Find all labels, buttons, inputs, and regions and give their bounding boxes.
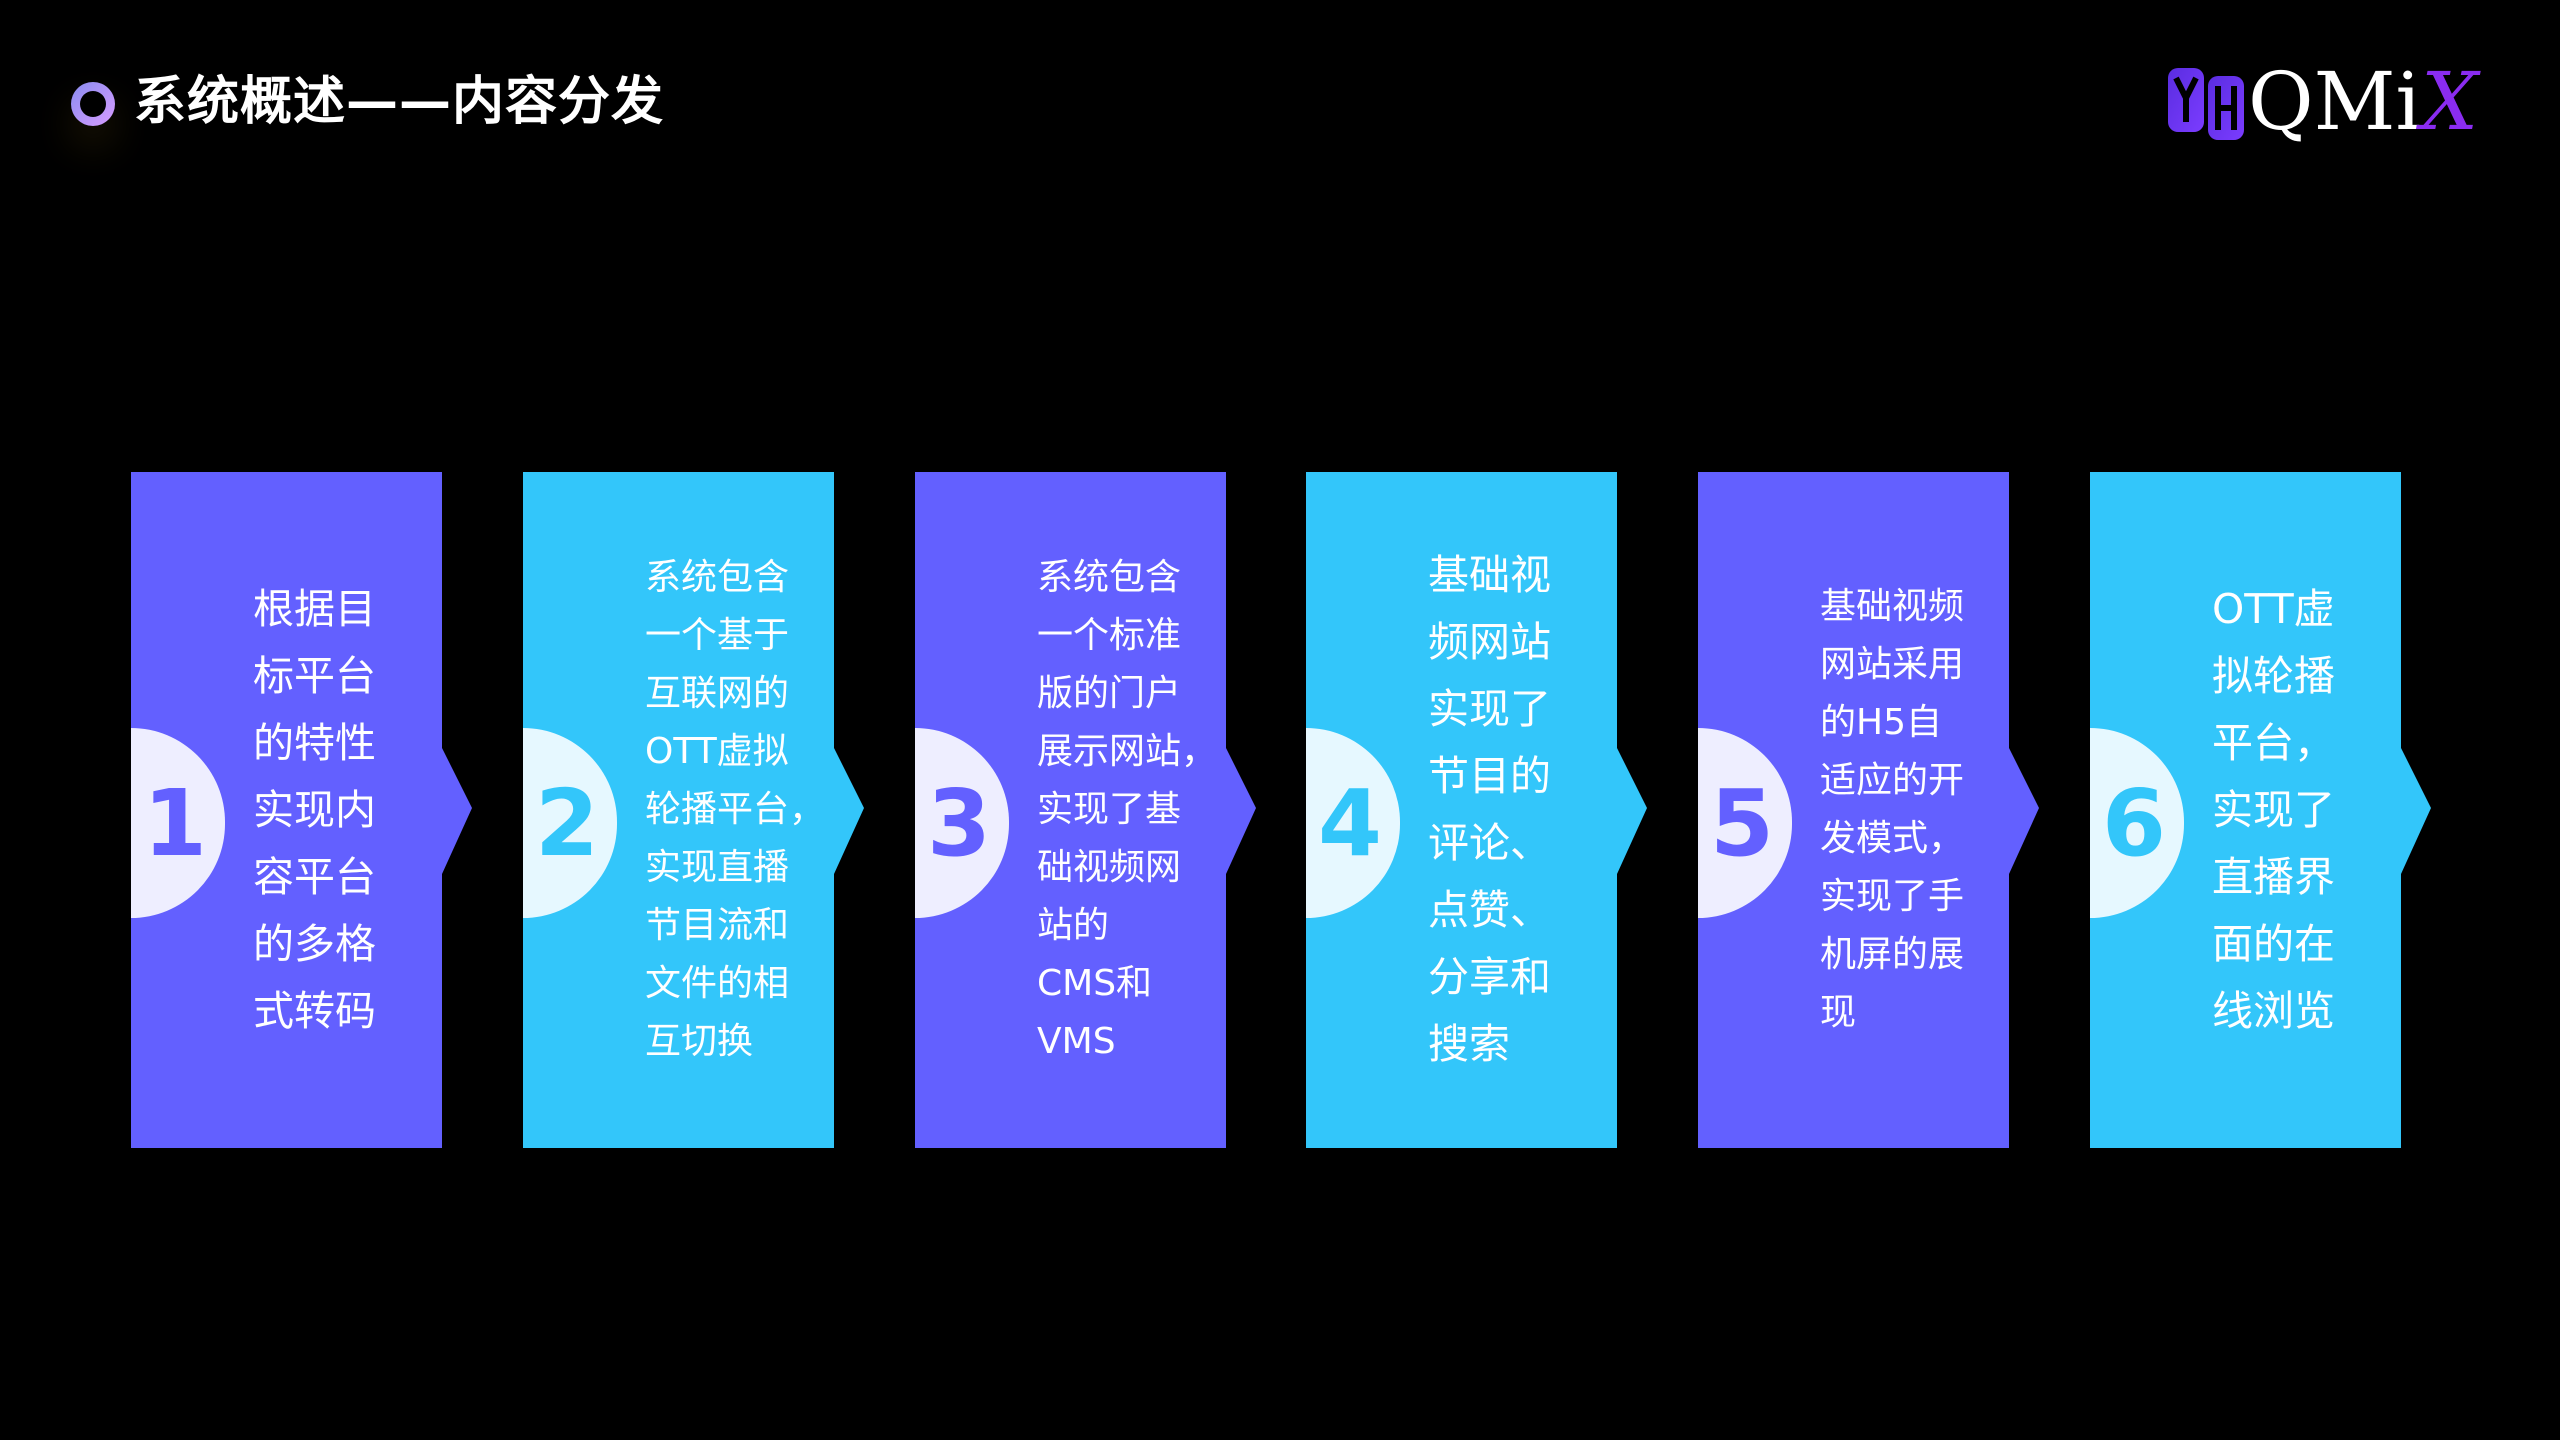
step-number: 6 — [2101, 769, 2166, 877]
step-text-line: 站的 — [1037, 905, 1110, 946]
step-text-line: 的H5自 — [1820, 702, 1942, 743]
step-number: 5 — [1709, 769, 1774, 877]
step-text-line: 搜索 — [1428, 1020, 1510, 1068]
step-card-2: 2 系统包含一个基于互联网的 OTT虚拟轮播平台， 实现直播节目流和文件的相互切换 — [523, 472, 864, 1148]
step-description: 基础视频网站采用的H5自适应的开发模式， 实现了手机屏的展现 — [1820, 472, 1989, 1148]
step-text-line: 实现了 — [2212, 785, 2335, 834]
step-text-line: 的特性 — [253, 718, 376, 767]
step-text-line: 频网站 — [1428, 618, 1551, 666]
step-description: 系统包含一个基于互联网的 OTT虚拟轮播平台， 实现直播节目流和文件的相互切换 — [645, 472, 826, 1148]
step-text-line: VMS — [1037, 1021, 1116, 1062]
step-description: 根据目标平台的特性实现内容平台的多格式转码 — [253, 472, 422, 1148]
step-text-line: 的多格 — [253, 919, 376, 968]
step-description: OTT虚拟轮播平台， 实现了直播界面的在线浏览 — [2212, 472, 2381, 1148]
step-text-line: 拟轮播 — [2212, 651, 2335, 700]
step-text-line: 轮播平台， — [645, 789, 826, 830]
logo: QMiX — [2168, 62, 2478, 142]
step-text-line: 一个标准 — [1037, 615, 1182, 656]
step-text-line: 实现直播 — [645, 847, 790, 888]
step-text-line: 标平台 — [253, 651, 376, 700]
page-title: 系统概述——内容分发 — [134, 72, 665, 132]
step-card-6: 6 OTT虚拟轮播平台， 实现了直播界面的在线浏览 — [2090, 472, 2431, 1148]
step-card-3: 3 系统包含一个标准版的门户展示网站， 实现了基础视频网站的 CMS和 VMS — [915, 472, 1256, 1148]
step-text-line: 互联网的 — [645, 673, 790, 714]
step-arrow-shape — [915, 472, 1256, 1148]
step-text-line: OTT虚 — [2212, 584, 2335, 633]
step-arrow-shape — [131, 472, 472, 1148]
step-text-line: 直播界 — [2212, 852, 2335, 901]
step-text-line: 一个基于 — [645, 615, 790, 656]
step-text-line: 网站采用 — [1820, 644, 1965, 685]
step-arrow-shape — [1306, 472, 1647, 1148]
step-text-line: 基础视频 — [1820, 586, 1965, 627]
step-number: 1 — [142, 769, 207, 877]
step-text-line: 文件的相 — [645, 963, 790, 1004]
step-text-line: 系统包含 — [1037, 557, 1182, 598]
step-text-line: 平台， — [2212, 718, 2335, 767]
step-card-4: 4 基础视频网站实现了节目的评论、点赞、分享和搜索 — [1306, 472, 1647, 1148]
step-text-line: 系统包含 — [645, 557, 790, 598]
ring-bullet-icon — [71, 82, 115, 126]
step-text-line: 机屏的展 — [1820, 934, 1965, 975]
step-text-line: 评论、 — [1428, 819, 1551, 867]
step-text-line: 分享和 — [1428, 953, 1551, 1001]
step-text-line: CMS和 — [1037, 963, 1153, 1004]
step-text-line: 容平台 — [253, 852, 376, 901]
step-text-line: 互切换 — [645, 1021, 754, 1062]
step-text-line: 基础视 — [1428, 551, 1551, 599]
step-text-line: 现 — [1820, 992, 1857, 1033]
step-arrow-shape — [523, 472, 864, 1148]
step-text-line: OTT虚拟 — [645, 731, 789, 772]
step-text-line: 根据目 — [253, 584, 376, 633]
step-description: 基础视频网站实现了节目的评论、点赞、分享和搜索 — [1428, 472, 1597, 1148]
step-text-line: 适应的开 — [1820, 760, 1965, 801]
step-description: 系统包含一个标准版的门户展示网站， 实现了基础视频网站的 CMS和 VMS — [1037, 472, 1218, 1148]
logo-text: QMiX — [2248, 55, 2479, 148]
step-text-line: 实现了 — [1428, 685, 1551, 733]
step-card-1: 1 根据目标平台的特性实现内容平台的多格式转码 — [131, 472, 472, 1148]
step-text-line: 面的在 — [2212, 919, 2335, 968]
step-text-line: 础视频网 — [1037, 847, 1182, 888]
step-text-line: 节目流和 — [645, 905, 790, 946]
step-text-line: 式转码 — [253, 986, 376, 1035]
step-text-line: 实现内 — [253, 785, 376, 834]
step-text-line: 节目的 — [1428, 752, 1551, 800]
step-number: 2 — [534, 769, 599, 877]
step-text-line: 版的门户 — [1037, 673, 1182, 714]
step-text-line: 实现了基 — [1037, 789, 1182, 830]
step-number: 3 — [926, 769, 991, 877]
logo-mark-icon — [2168, 64, 2244, 140]
step-text-line: 发模式， — [1820, 818, 1965, 859]
step-text-line: 实现了手 — [1820, 876, 1965, 917]
step-text-line: 展示网站， — [1037, 731, 1218, 772]
step-arrow-shape — [1698, 472, 2039, 1148]
step-text-line: 点赞、 — [1428, 886, 1551, 934]
step-text-line: 线浏览 — [2212, 986, 2335, 1035]
step-arrow-shape — [2090, 472, 2431, 1148]
step-number: 4 — [1317, 769, 1382, 877]
step-card-5: 5 基础视频网站采用的H5自适应的开发模式， 实现了手机屏的展现 — [1698, 472, 2039, 1148]
